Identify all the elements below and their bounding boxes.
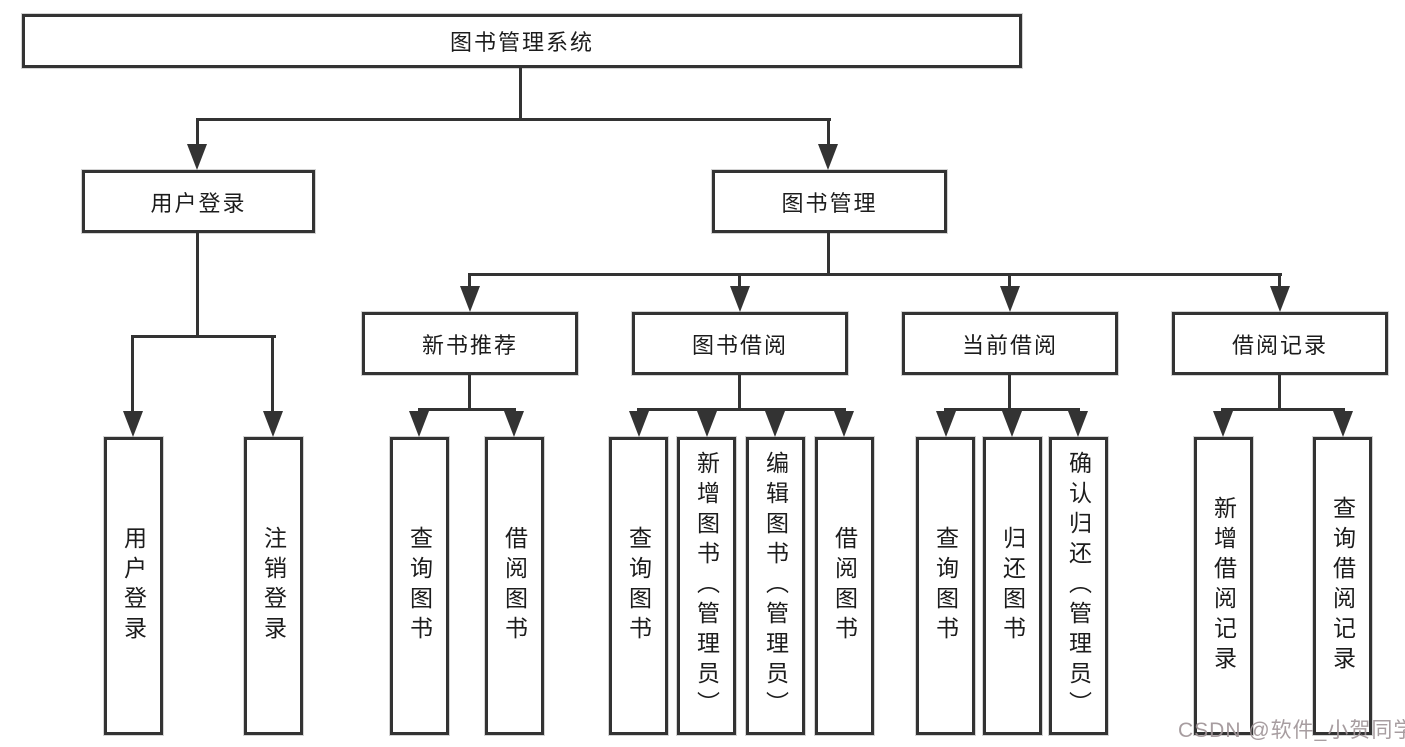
connector-line: [131, 335, 134, 413]
node-book-management-branch: 图书管理: [712, 170, 947, 233]
node-new-book-recommendation: 新书推荐: [362, 312, 578, 375]
arrow-down-icon: [936, 411, 956, 437]
connector-line: [468, 273, 1282, 276]
arrow-down-icon: [1213, 411, 1233, 437]
connector-line: [468, 273, 471, 289]
connector-line: [1008, 375, 1011, 411]
arrow-down-icon: [263, 411, 283, 437]
watermark-text: CSDN @软件_小贺同学: [1178, 719, 1405, 742]
leaf-query-books-recommend: 查询图书: [390, 437, 449, 735]
connector-line: [131, 335, 276, 338]
connector-line: [271, 335, 274, 413]
arrow-down-icon: [1270, 286, 1290, 312]
arrow-down-icon: [697, 411, 717, 437]
arrow-down-icon: [730, 286, 750, 312]
leaf-query-books-borrowing: 查询图书: [609, 437, 668, 735]
arrow-down-icon: [187, 144, 207, 170]
connector-line: [1278, 375, 1281, 411]
connector-line: [519, 68, 522, 121]
connector-line: [468, 375, 471, 411]
leaf-return-books: 归还图书: [983, 437, 1042, 735]
leaf-logout-login: 注销登录: [244, 437, 303, 735]
leaf-query-borrow-record: 查询借阅记录: [1313, 437, 1372, 735]
connector-line: [196, 118, 199, 148]
leaf-edit-books-admin: 编辑图书（管理员）: [746, 437, 805, 735]
connector-line: [1008, 273, 1011, 289]
node-book-borrowing: 图书借阅: [632, 312, 848, 375]
node-user-login-branch: 用户登录: [82, 170, 315, 233]
arrow-down-icon: [409, 411, 429, 437]
connector-line: [196, 118, 831, 121]
arrow-down-icon: [504, 411, 524, 437]
leaf-add-books-admin: 新增图书（管理员）: [677, 437, 736, 735]
connector-line: [738, 375, 741, 411]
arrow-down-icon: [765, 411, 785, 437]
leaf-add-borrow-record: 新增借阅记录: [1194, 437, 1253, 735]
connector-line: [1278, 273, 1281, 289]
connector-line: [637, 408, 846, 411]
arrow-down-icon: [1333, 411, 1353, 437]
connector-line: [944, 408, 1080, 411]
arrow-down-icon: [1002, 411, 1022, 437]
arrow-down-icon: [1068, 411, 1088, 437]
leaf-borrow-books-recommend: 借阅图书: [485, 437, 544, 735]
leaf-user-login: 用户登录: [104, 437, 163, 735]
node-library-system-root: 图书管理系统: [22, 14, 1022, 68]
connector-line: [827, 118, 830, 148]
leaf-query-books-current: 查询图书: [916, 437, 975, 735]
connector-line: [827, 233, 830, 276]
connector-line: [1221, 408, 1345, 411]
leaf-confirm-return-admin: 确认归还（管理员）: [1049, 437, 1108, 735]
arrow-down-icon: [460, 286, 480, 312]
leaf-borrow-books: 借阅图书: [815, 437, 874, 735]
node-borrowing-records: 借阅记录: [1172, 312, 1388, 375]
arrow-down-icon: [629, 411, 649, 437]
connector-line: [196, 233, 199, 338]
arrow-down-icon: [834, 411, 854, 437]
arrow-down-icon: [818, 144, 838, 170]
connector-line: [738, 273, 741, 289]
node-current-borrowing: 当前借阅: [902, 312, 1118, 375]
arrow-down-icon: [1000, 286, 1020, 312]
connector-line: [418, 408, 516, 411]
arrow-down-icon: [123, 411, 143, 437]
